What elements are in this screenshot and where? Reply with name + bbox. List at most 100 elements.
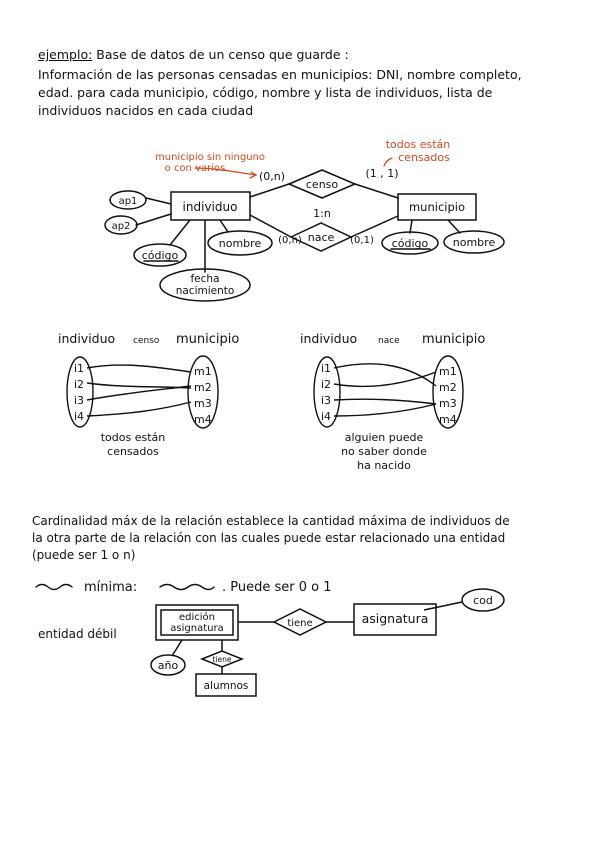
cardinality-line-2: la otra parte de la relación con las cua…: [32, 531, 505, 545]
attr-fecha-label-2: nacimiento: [176, 285, 235, 297]
nace-link-i2-m1: [333, 371, 437, 388]
attr-fecha-shape: [159, 268, 251, 302]
intro-line-3: edad. para cada municipio, código, nombr…: [38, 85, 493, 100]
weak-entity-label-2: asignatura: [170, 623, 223, 634]
weak-entity-inner: [160, 609, 234, 636]
attr-cod-shape: [461, 588, 505, 612]
note-left-line-2: o con varios: [165, 163, 226, 174]
line-nombre-ind: [219, 219, 229, 233]
nace-link-i1-m2: [333, 363, 437, 387]
ratio-label: 1:n: [313, 207, 331, 220]
censo-link-i1-m1: [86, 364, 192, 373]
minima-label: mínima:: [84, 580, 137, 595]
note-right-line-2: censados: [398, 151, 450, 164]
tilde-mark-2: [159, 583, 215, 591]
censo-left-item-1: i1: [74, 362, 84, 375]
note-left-line-1: municipio sin ninguno: [155, 152, 265, 163]
attr-ap2-label: ap2: [112, 221, 131, 232]
nace-link-i4-m3: [333, 403, 437, 417]
censo-left-item-2: i2: [74, 378, 84, 391]
nace-right-item-1: m1: [439, 365, 457, 378]
censo-left-item-4: i4: [74, 410, 84, 423]
censo-right-item-3: m3: [194, 397, 212, 410]
cardinality-line-1: Cardinalidad máx de la relación establec…: [32, 514, 510, 528]
censo-link-i4-m3: [86, 401, 192, 417]
card-nace-left: (0,n): [278, 235, 302, 246]
line-censo-mun: [354, 183, 399, 199]
nace-note-line-1: alguien puede: [345, 431, 424, 444]
attr-ap1-label: ap1: [119, 196, 138, 207]
intro-line-2: Información de las personas censadas en …: [38, 67, 522, 82]
card-nace-right: (0,1): [350, 235, 374, 246]
nace-left-item-4: i4: [321, 410, 331, 423]
nace-right-title: municipio: [422, 332, 485, 347]
censo-right-set: [187, 355, 219, 429]
line-codigo-mun: [409, 219, 413, 234]
censo-link-i3-m2: [86, 385, 192, 401]
note-left-arrowhead: [249, 171, 258, 179]
line-nombre-mun: [447, 219, 461, 234]
nace-right-set: [432, 355, 464, 429]
censo-left-title: individuo: [58, 331, 115, 346]
nace-left-item-3: i3: [321, 394, 331, 407]
entity-individuo-box: [170, 191, 251, 221]
censo-right-title: municipio: [176, 332, 239, 347]
censo-note-line-1: todos están: [101, 431, 166, 444]
nace-rel-label: nace: [378, 336, 400, 346]
censo-note-line-2: censados: [107, 445, 159, 458]
cardinality-line-3: (puede ser 1 o n): [32, 548, 135, 562]
intro-line-1-rest: Base de datos de un censo que guarde :: [96, 47, 349, 62]
note-right-line-1: todos están: [386, 138, 451, 151]
attr-ap1-shape: [109, 190, 147, 210]
nace-right-item-4: m4: [439, 413, 457, 426]
weak-entity-caption: entidad débil: [38, 627, 117, 641]
censo-right-item-1: m1: [194, 365, 212, 378]
relationship-tiene-small-label: tiene: [212, 655, 231, 664]
note-left-arrow: [194, 167, 257, 176]
entity-alumnos-box: [195, 673, 257, 697]
nace-left-title: individuo: [300, 331, 357, 346]
entity-asignatura-label: asignatura: [362, 611, 429, 626]
relationship-tiene-label: tiene: [287, 618, 312, 629]
relationship-censo-label: censo: [306, 178, 339, 191]
attr-anio-shape: [150, 654, 186, 676]
attr-cod-label: cod: [473, 594, 493, 607]
censo-rel-label: censo: [133, 336, 160, 346]
nace-right-item-2: m2: [439, 381, 457, 394]
attr-nombre-mun-label: nombre: [453, 236, 496, 249]
attr-nombre-mun-shape: [443, 230, 505, 254]
attr-fecha-label-1: fecha: [190, 273, 219, 285]
nace-left-item-2: i2: [321, 378, 331, 391]
attr-codigo-mun-shape: [381, 231, 439, 255]
entity-individuo-label: individuo: [183, 200, 238, 214]
nace-right-item-3: m3: [439, 397, 457, 410]
attr-nombre-ind-label: nombre: [219, 237, 262, 250]
relationship-nace-shape: [289, 222, 353, 252]
relationship-nace-label: nace: [308, 231, 335, 244]
intro-line-4: individuos nacidos en cada ciudad: [38, 103, 254, 118]
line-ap1: [145, 197, 172, 205]
weak-entity-outer: [155, 604, 239, 641]
intro-line-1: ejemplo: Base de datos de un censo que g…: [38, 46, 349, 64]
relationship-tiene-shape: [272, 608, 328, 636]
line-weak-anio: [171, 639, 183, 657]
attr-codigo-mun-label: código: [392, 237, 429, 250]
censo-left-item-3: i3: [74, 394, 84, 407]
censo-right-item-2: m2: [194, 381, 212, 394]
weak-entity-label-1: edición: [179, 611, 215, 623]
note-right-arrow: [383, 157, 393, 167]
relationship-censo-shape: [287, 169, 357, 199]
censo-left-set: [66, 356, 94, 428]
line-codigo-ind: [169, 219, 191, 246]
attr-ap2-shape: [104, 215, 138, 235]
entity-municipio-label: municipio: [409, 200, 465, 214]
nace-left-set: [313, 356, 341, 428]
line-ind-censo: [249, 183, 290, 198]
line-asignatura-cod: [423, 601, 463, 611]
line-ind-nace: [249, 214, 292, 238]
nace-note-line-3: ha nacido: [357, 459, 411, 472]
card-censo-left: (0,n): [259, 170, 285, 183]
entity-alumnos-label: alumnos: [204, 680, 249, 692]
